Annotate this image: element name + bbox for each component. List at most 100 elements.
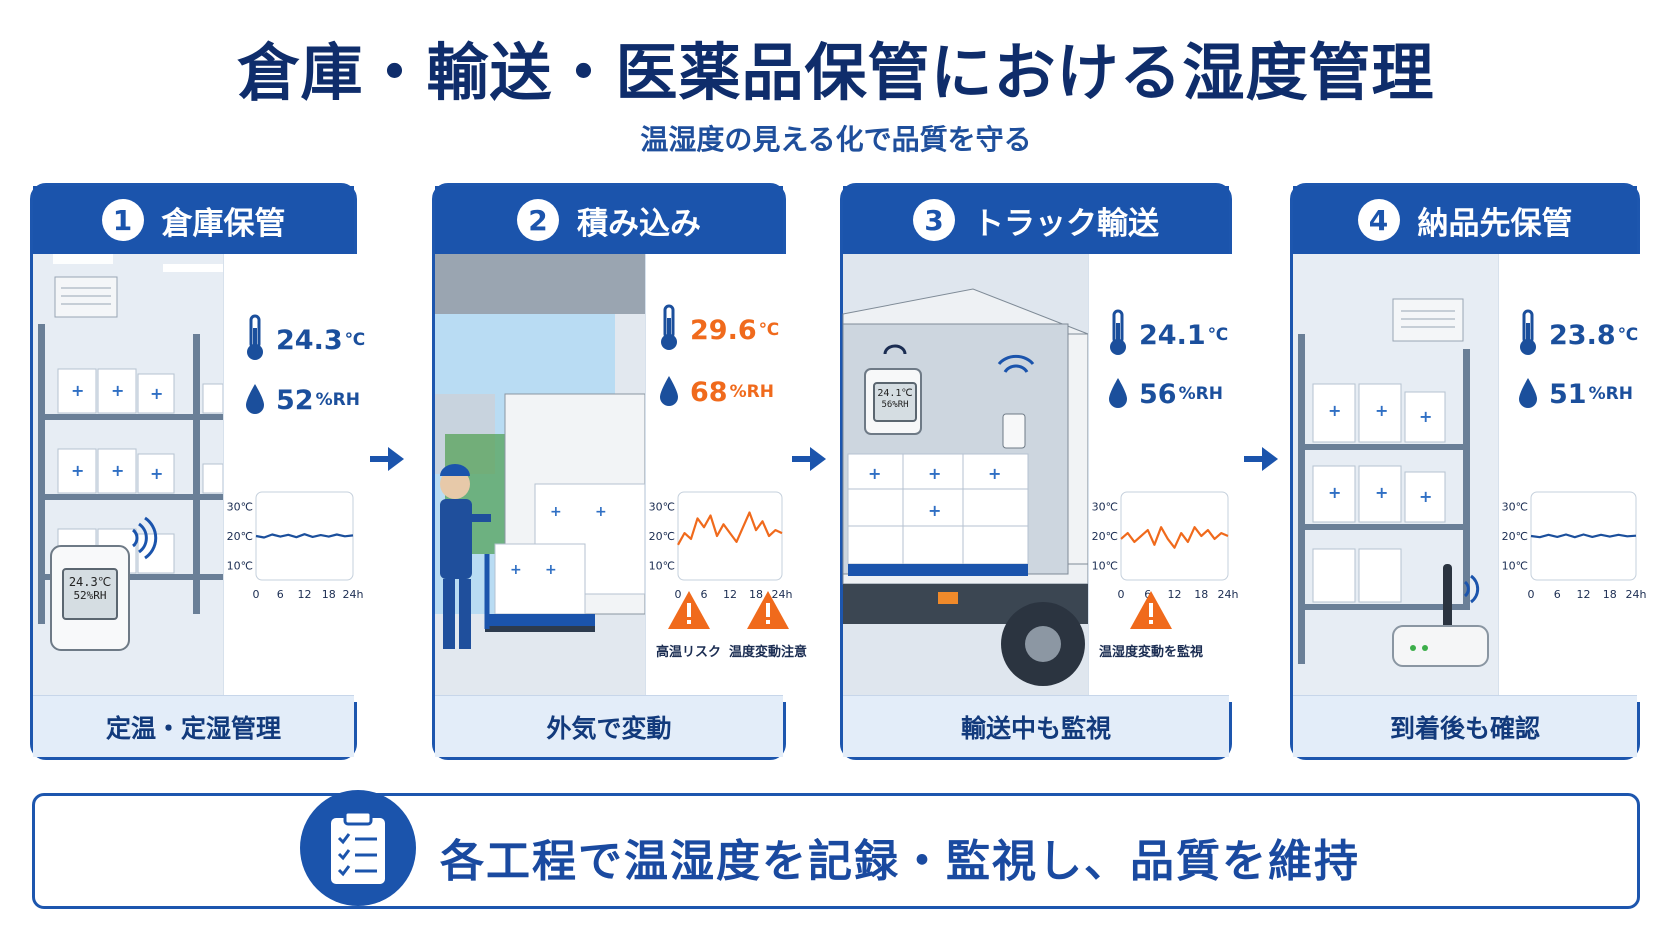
svg-text:+: +: [928, 464, 941, 483]
warning-icon: [1130, 591, 1172, 629]
y-tick-label: 10℃: [227, 559, 253, 572]
svg-text:+: +: [928, 501, 941, 520]
temperature-unit: ℃: [344, 330, 366, 350]
x-tick-label: 6: [1554, 588, 1561, 601]
temperature-reading: 23.8℃: [1517, 309, 1638, 361]
warehouse-illustration: +++ +++: [33, 254, 224, 702]
temperature-value: 29.6: [690, 314, 757, 346]
x-tick-label: 12: [298, 588, 312, 601]
svg-text:+: +: [111, 381, 124, 400]
humidity-unit: %RH: [315, 390, 360, 410]
page-subtitle: 温湿度の見える化で品質を守る: [640, 123, 1032, 156]
truck-scene: ++++ 24.1℃ 56%RH: [842, 254, 1089, 702]
stage-header: 2 積み込み: [435, 186, 783, 254]
svg-text:+: +: [111, 461, 124, 480]
svg-text:+: +: [1328, 401, 1341, 420]
temperature-series-line: [255, 533, 354, 539]
svg-text:+: +: [868, 464, 881, 483]
stage-card-1: 1 倉庫保管 +++ +++: [30, 183, 365, 760]
x-tick-label: 18: [1603, 588, 1617, 601]
stage-footer: 外気で変動: [435, 695, 783, 757]
stage-card-4: 4 納品先保管 ++++++ 23.8℃: [1290, 183, 1647, 760]
destination-storage-scene: ++++++: [1293, 254, 1498, 702]
sensor-display: 24.1℃ 56%RH: [873, 382, 917, 422]
flow-arrow-icon: [1244, 447, 1278, 471]
humidity-unit: %RH: [1178, 384, 1223, 404]
sensor-hum-readout: 56%RH: [881, 399, 909, 410]
sensor-temp-readout: 24.3℃: [68, 575, 112, 589]
y-tick-label: 30℃: [649, 501, 675, 514]
svg-text:+: +: [550, 504, 562, 520]
temperature-value: 24.3: [276, 324, 343, 356]
humidity-reading: 56%RH: [1107, 376, 1223, 412]
warning-label: 温度変動注意: [729, 645, 808, 660]
warehouse-scene: +++ +++ 24.3℃ 52%RH: [33, 254, 224, 702]
svg-text:+: +: [1419, 407, 1432, 426]
stage-title: 納品先保管: [1417, 205, 1573, 242]
y-tick-label: 30℃: [1092, 501, 1118, 514]
stage-title: 倉庫保管: [161, 205, 286, 242]
stage-header: 3 トラック輸送: [843, 186, 1229, 254]
svg-text:+: +: [71, 461, 84, 480]
stage-title: 積み込み: [577, 205, 701, 242]
stage-card-2: 2 積み込み ++++ 29.6℃: [432, 183, 807, 760]
summary-text: 各工程で温湿度を記録・監視し、品質を維持: [440, 836, 1360, 887]
clipboard-badge: [300, 790, 416, 906]
temperature-value: 24.1: [1139, 319, 1206, 351]
humidity-value: 56: [1139, 378, 1177, 410]
stage-header: 4 納品先保管: [1293, 186, 1637, 254]
y-tick-label: 20℃: [1092, 530, 1118, 543]
warning-item: 高温リスク: [656, 589, 721, 660]
humidity-reading: 52%RH: [244, 382, 360, 418]
clipboard-checklist-icon: [331, 810, 385, 884]
x-tick-label: 24h: [1626, 588, 1647, 601]
x-tick-label: 18: [749, 588, 763, 601]
warning-label: 高温リスク: [656, 645, 722, 660]
temperature-unit: ℃: [1617, 325, 1639, 345]
y-tick-label: 20℃: [649, 530, 675, 543]
x-tick-label: 24h: [1218, 588, 1239, 601]
humidity-value: 51: [1549, 378, 1587, 410]
flow-arrow-icon: [370, 447, 404, 471]
humidity-value: 52: [276, 384, 314, 416]
x-tick-label: 24h: [772, 588, 793, 601]
y-tick-label: 10℃: [1502, 559, 1528, 572]
svg-text:+: +: [545, 562, 557, 578]
humidity-unit: %RH: [1588, 384, 1633, 404]
flow-arrow-icon: [792, 447, 826, 471]
warning-item: 温度変動注意: [729, 589, 807, 660]
loading-dock-illustration: ++++: [435, 254, 646, 702]
y-tick-label: 10℃: [1092, 559, 1118, 572]
humidity-reading: 51%RH: [1517, 376, 1633, 412]
droplet-icon: [1107, 376, 1129, 412]
warning-row: 高温リスク 温度変動注意: [656, 589, 807, 660]
x-tick-label: 0: [1528, 588, 1535, 601]
thermometer-icon: [244, 314, 266, 366]
thermometer-icon: [1517, 309, 1539, 361]
stage-number-badge: 1: [101, 199, 144, 241]
humidity-reading: 68%RH: [658, 374, 774, 410]
x-tick-label: 12: [723, 588, 737, 601]
thermometer-icon: [1107, 309, 1129, 361]
droplet-icon: [244, 382, 266, 418]
warning-icon: [667, 591, 710, 629]
page-title: 倉庫・輸送・医薬品保管における湿度管理: [237, 36, 1435, 109]
temperature-series-line: [1530, 533, 1637, 539]
humidity-unit: %RH: [729, 382, 774, 402]
temperature-reading: 29.6℃: [658, 304, 779, 356]
stage-number-badge: 2: [517, 199, 559, 241]
x-tick-label: 18: [322, 588, 336, 601]
stage-number-badge: 3: [913, 199, 955, 241]
warning-label: 温湿度変動を監視: [1099, 645, 1204, 660]
svg-text:+: +: [1375, 401, 1388, 420]
y-tick-label: 20℃: [227, 530, 253, 543]
stage-footer: 定温・定湿管理: [33, 695, 354, 757]
temperature-value: 23.8: [1549, 319, 1616, 351]
svg-text:+: +: [71, 381, 84, 400]
temperature-unit: ℃: [1207, 325, 1229, 345]
